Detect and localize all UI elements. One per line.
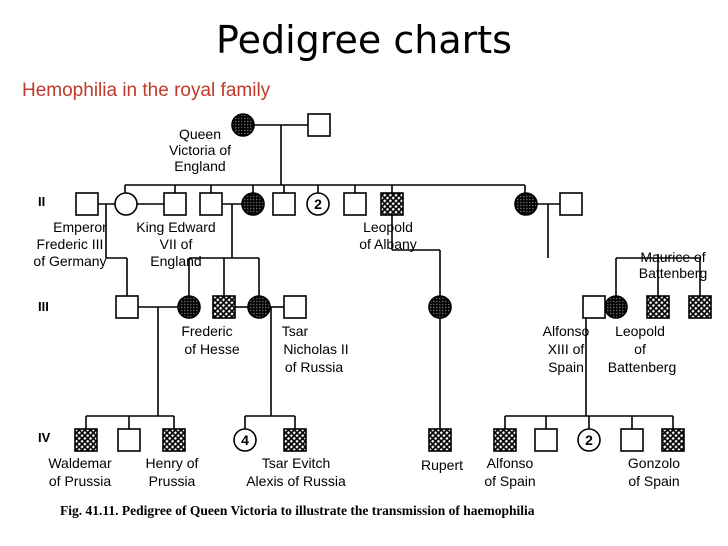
- label-leopold-battenberg: of: [634, 341, 646, 357]
- label-leopold-albany: Leopold: [363, 219, 413, 235]
- affected-male-symbol: [493, 428, 517, 452]
- unaffected-male-symbol: [559, 192, 583, 216]
- carrier-female-symbol: [514, 192, 538, 216]
- carrier-female-symbol: [177, 295, 201, 319]
- affected-male-symbol: [380, 192, 404, 216]
- carrier-female-symbol: [241, 192, 265, 216]
- label-tsar-evitch: Tsar Evitch: [262, 455, 330, 471]
- label-henry-prussia: Prussia: [149, 473, 196, 489]
- label-tsar-evitch: Alexis of Russia: [246, 473, 346, 489]
- unaffected-female-symbol: [306, 192, 330, 216]
- unaffected-male-symbol: [115, 295, 139, 319]
- label-queen-victoria: Queen: [179, 126, 221, 142]
- affected-male-symbol: [661, 428, 685, 452]
- unaffected-male-symbol: [199, 192, 223, 216]
- unaffected-female-symbol: [233, 428, 257, 452]
- affected-male-symbol: [283, 428, 307, 452]
- unaffected-male-symbol: [582, 295, 606, 319]
- label-maurice-battenberg: Battenberg: [639, 265, 708, 281]
- generation-label: III: [38, 299, 49, 314]
- unaffected-male-symbol: [620, 428, 644, 452]
- label-emperor-frederic: of Germany: [33, 253, 106, 269]
- affected-male-symbol: [428, 428, 452, 452]
- unaffected-male-symbol: [534, 428, 558, 452]
- label-queen-victoria: England: [174, 158, 225, 174]
- label-alfonso-spain: of Spain: [484, 473, 535, 489]
- generation-label: IV: [38, 430, 51, 445]
- label-tsar-nicholas: Tsar: [282, 323, 309, 339]
- unaffected-male-symbol: [75, 192, 99, 216]
- unaffected-male-symbol: [272, 192, 296, 216]
- label-emperor-frederic: Emperor: [53, 219, 107, 235]
- label-tsar-nicholas: Nicholas II: [283, 341, 348, 357]
- label-waldemar: of Prussia: [49, 473, 111, 489]
- figure-caption: Fig. 41.11. Pedigree of Queen Victoria t…: [60, 503, 535, 518]
- count-label: 2: [585, 432, 593, 448]
- label-frederic-hesse: Frederic: [181, 323, 232, 339]
- count-label: 2: [314, 196, 322, 212]
- pedigree-lines: [85, 124, 701, 429]
- carrier-female-symbol: [247, 295, 271, 319]
- label-king-edward: VII of: [160, 236, 193, 252]
- unaffected-male-symbol: [307, 113, 331, 137]
- generation-label: II: [38, 194, 45, 209]
- label-alfonso-xiii: XIII of: [548, 341, 585, 357]
- affected-male-symbol: [74, 428, 98, 452]
- unaffected-male-symbol: [283, 295, 307, 319]
- label-king-edward: England: [150, 253, 201, 269]
- page-title: Pedigree charts: [216, 18, 512, 62]
- affected-male-symbol: [646, 295, 670, 319]
- carrier-female-symbol: [604, 295, 628, 319]
- label-alfonso-spain: Alfonso: [487, 455, 534, 471]
- page-subtitle: Hemophilia in the royal family: [22, 80, 271, 101]
- label-alfonso-xiii: Alfonso: [543, 323, 590, 339]
- affected-male-symbol: [212, 295, 236, 319]
- label-gonzolo-spain: of Spain: [628, 473, 679, 489]
- label-frederic-hesse: of Hesse: [184, 341, 239, 357]
- label-queen-victoria: Victoria of: [169, 142, 231, 158]
- unaffected-male-symbol: [163, 192, 187, 216]
- label-leopold-albany: of Albany: [359, 236, 417, 252]
- carrier-female-symbol: [428, 295, 452, 319]
- unaffected-male-symbol: [117, 428, 141, 452]
- unaffected-male-symbol: [343, 192, 367, 216]
- label-leopold-battenberg: Leopold: [615, 323, 665, 339]
- unaffected-female-symbol: [114, 192, 138, 216]
- label-alfonso-xiii: Spain: [548, 359, 584, 375]
- label-leopold-battenberg: Battenberg: [608, 359, 677, 375]
- label-waldemar: Waldemar: [48, 455, 112, 471]
- label-maurice-battenberg: Maurice of: [640, 249, 705, 265]
- label-rupert: Rupert: [421, 457, 463, 473]
- label-gonzolo-spain: Gonzolo: [628, 455, 680, 471]
- label-tsar-nicholas: of Russia: [285, 359, 344, 375]
- unaffected-female-symbol: [577, 428, 601, 452]
- affected-male-symbol: [162, 428, 186, 452]
- label-king-edward: King Edward: [136, 219, 215, 235]
- count-label: 4: [241, 432, 249, 448]
- affected-male-symbol: [688, 295, 712, 319]
- label-henry-prussia: Henry of: [146, 455, 199, 471]
- label-emperor-frederic: Frederic III: [37, 236, 104, 252]
